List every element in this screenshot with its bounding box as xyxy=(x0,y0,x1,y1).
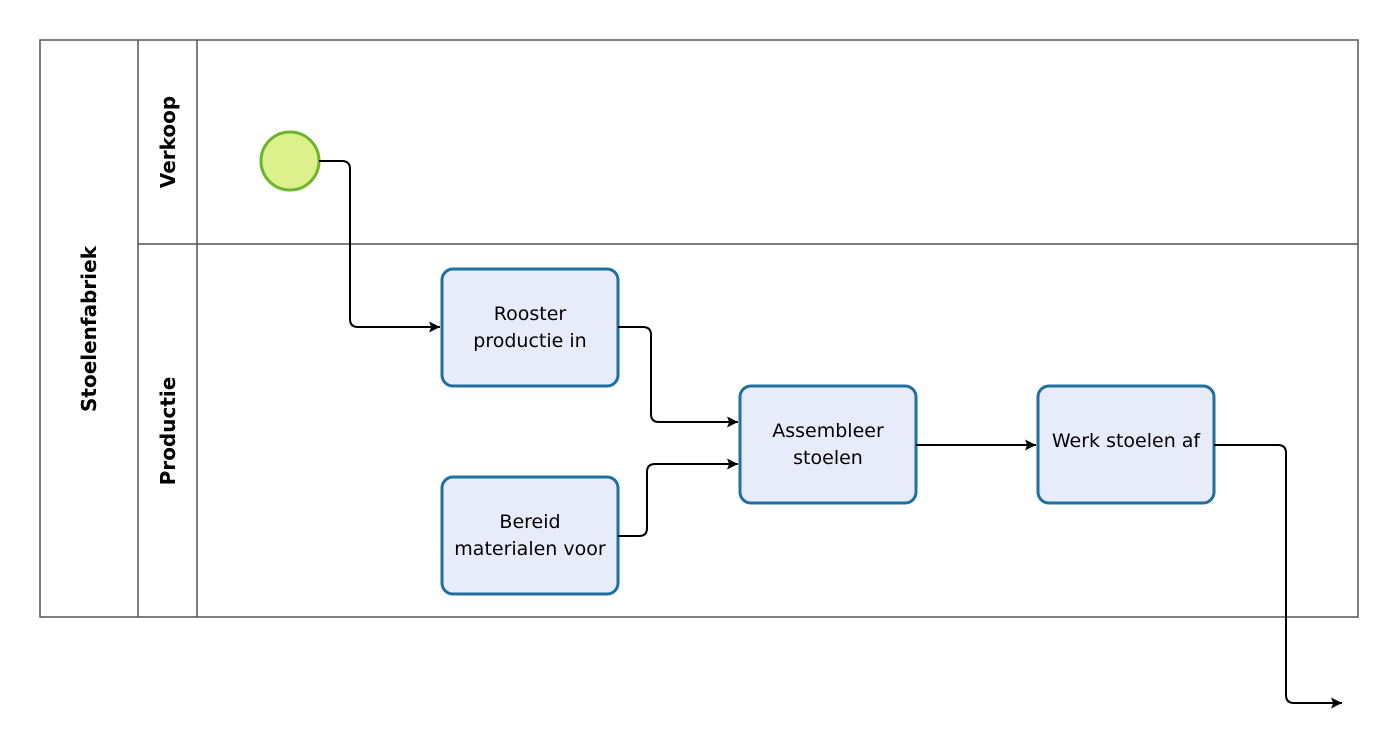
flow-werk-outgoing[interactable] xyxy=(1214,444,1342,709)
flow-bereid-to-assembleer[interactable] xyxy=(618,458,738,537)
pool-border xyxy=(39,39,1359,618)
flow-rooster-to-assembleer[interactable] xyxy=(618,326,738,428)
task-rooster-productie-in[interactable] xyxy=(440,267,620,388)
lane-label-verkoop: Verkoop xyxy=(156,95,180,189)
task-werk-stoelen-af[interactable] xyxy=(1036,384,1216,505)
task-assembleer-stoelen[interactable] xyxy=(738,384,918,505)
start-event[interactable] xyxy=(259,130,321,192)
pool-label: Stoelenfabriek xyxy=(77,245,101,413)
task-bereid-materialen-voor[interactable] xyxy=(440,475,620,596)
flow-start-to-rooster[interactable] xyxy=(319,160,440,333)
lane-label-productie: Productie xyxy=(156,376,180,486)
